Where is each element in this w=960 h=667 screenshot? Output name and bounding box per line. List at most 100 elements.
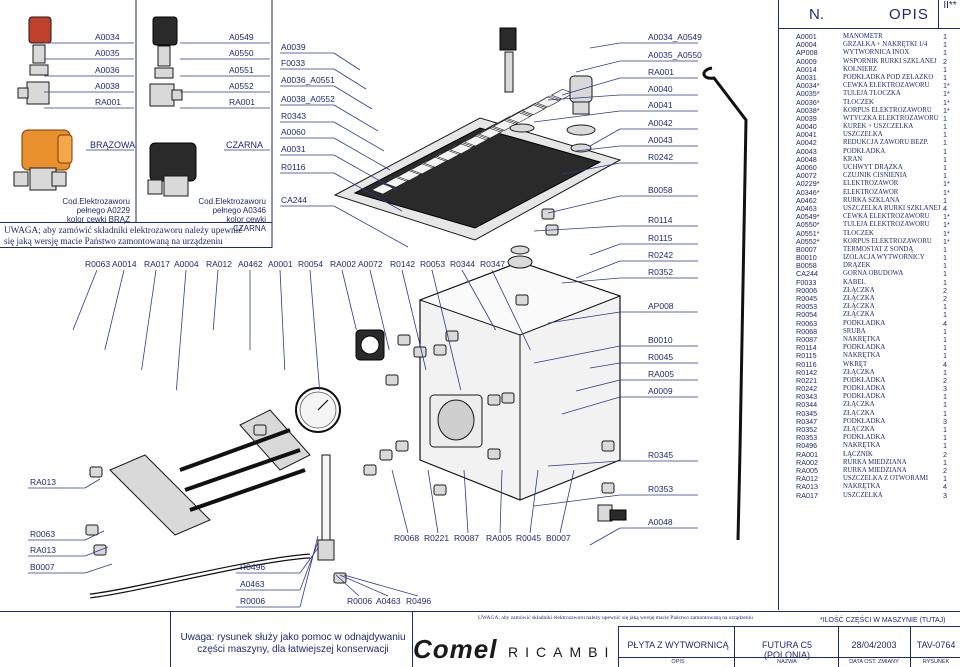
brown-caption-line3: kolor cewki BRĄZ [66,215,130,224]
brown-caption-line1: Cod.Elektrozaworu [62,197,130,206]
part-description: PODKŁADKA [843,147,886,155]
footer-divider-5 [838,626,839,667]
part-code: A0040 [796,122,817,132]
part-code: A0004 [796,40,817,50]
part-code: R0115 [796,351,817,361]
right-callout: R0242 [648,152,673,162]
fitting [379,449,393,461]
rod [702,66,748,541]
right-callout: B0010 [648,335,673,345]
part-code: A0036* [796,97,820,107]
right-callout: A0035_A0550 [648,50,702,60]
fitting [515,294,529,306]
leader-line [561,396,621,415]
exploded-diagram: A0034A0035A0036A0038RA001A0549A0550A0551… [13,0,748,608]
grid-cell [371,183,395,195]
date-value: 28/04/2003 [851,640,897,650]
part-code: A0001 [796,32,817,41]
grid-cell [449,143,473,155]
bottom-callout: R0068 [394,533,419,543]
bottom-callout: B0007 [546,533,571,543]
right-callout: A0043 [648,135,673,145]
leader-line [533,494,621,507]
part-code: A0550* [796,220,820,230]
part-description: TŁOCZEK [843,98,874,106]
leader-line [84,563,113,574]
part-description: PODKŁADKA POD ŻELAZKO [843,73,934,81]
opis-value: PŁYTA Z WYTWORNICĄ [627,640,729,650]
part-code: R0053 [796,302,818,312]
part-description: KRAN [843,155,863,163]
part-code: A0549* [796,212,820,222]
part-description: MANOMETR [843,33,883,40]
footer-divider-3 [618,626,619,667]
part-code: R0347 [796,416,818,426]
right-callout: A0040 [648,84,673,94]
part-description: PODKŁADKA [843,376,886,384]
top-callout: R0053 [420,259,445,269]
leader-line [533,345,621,364]
part-code: R0068 [796,326,818,336]
column-number-header: N. [809,5,824,23]
fitting [385,374,399,386]
part-description: KORPUS ELEKTROZAWORU [843,106,932,114]
part-code: R0242 [796,384,818,394]
usage-note-line2: części maszyny, dla łatwiejszej konserwa… [197,644,389,655]
part-code: R0116 [796,359,817,369]
leader-line [499,469,503,534]
part-quantity: 1 [943,244,947,254]
black-part-label: A0551 [229,65,254,75]
part-code: A0035* [796,89,820,99]
part-quantity: 1 [943,277,947,287]
part-quantity: 1 [943,474,947,484]
part-quantity: 2 [943,294,947,303]
part-description: KOŁNIERZ [843,65,877,73]
footer-hline [618,626,960,627]
part-description: WSPORNIK RURKI SZKLANEJ [843,57,937,65]
part-code: A0014 [796,64,817,74]
brown-part-label: RA001 [95,97,121,107]
right-callout: B0058 [648,185,673,195]
warning-line2: się jaką wersję macie Państwo zamontowan… [4,236,223,246]
leader-line [427,469,439,534]
brown-coil-label: BRĄZOWA [90,140,136,150]
grid-cell [436,150,460,161]
bottom-mid-callout: R0496 [406,596,431,606]
leader-line [339,574,389,597]
top-callout: R0142 [390,259,415,269]
part-code: A0229* [796,179,820,189]
part-code: A0039 [796,113,817,123]
part-description: PODKŁADKA [843,344,886,352]
part-quantity: 1* [943,220,950,230]
part-quantity: 1 [943,122,947,132]
fitting [333,572,347,584]
leader-line [575,60,621,73]
part-description: CEWKA ELEKTROZAWORU [843,82,930,90]
part-code: A0041 [796,130,817,140]
solenoid-warning: UWAGA; aby zamówić składniki elektrozawo… [0,222,272,248]
part-code: R0353 [796,433,818,443]
part-description: ŚRUBA [843,327,866,335]
part-code: R0063 [796,318,818,328]
black-caption-line1: Cod.Elektrozaworu [198,197,266,206]
right-callout: R0045 [648,352,673,362]
part-code: A0042 [796,138,817,148]
part-quantity: 1* [943,105,950,115]
left-callout: B0007 [30,562,55,572]
leader-line [561,77,621,96]
part-code: A0060 [796,163,817,172]
part-quantity: 1* [943,89,950,99]
